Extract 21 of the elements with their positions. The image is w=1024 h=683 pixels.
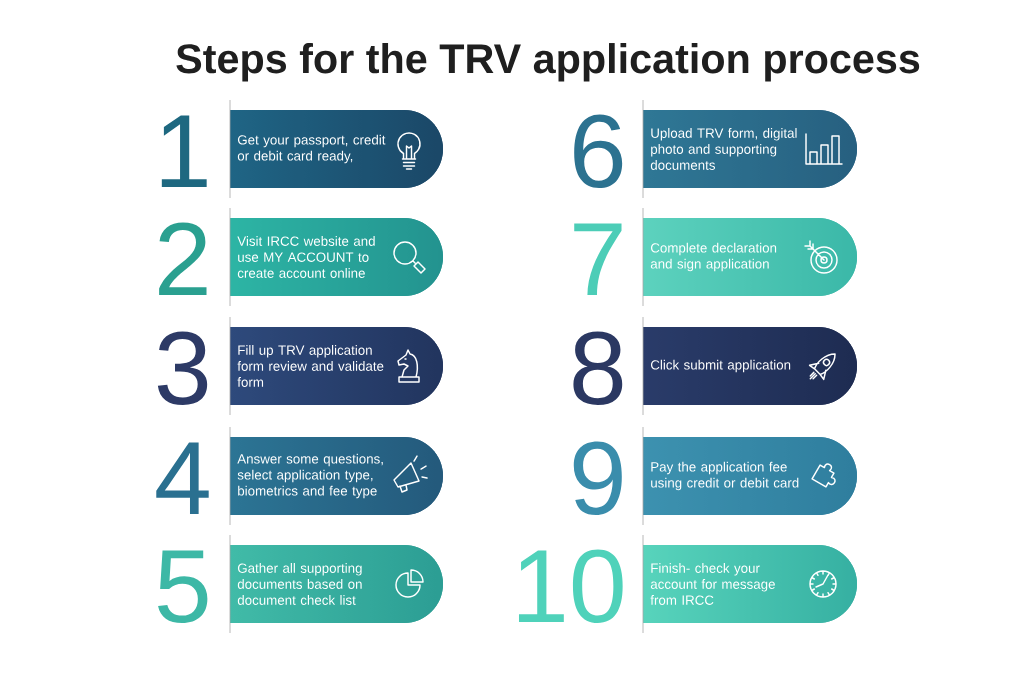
step-number: 6 <box>574 114 623 189</box>
step-number: 2 <box>159 222 207 295</box>
step-number: 7 <box>574 223 622 295</box>
step-number: 4 <box>156 442 209 514</box>
step-number: 8 <box>573 331 623 406</box>
step-box: Fill up TRV application form review and validate form <box>229 316 443 416</box>
step-box: Visit IRCC website and use MY ACCOUNT to create account online <box>229 207 443 307</box>
step-box: Click submit application <box>642 316 857 416</box>
step-box: Pay the application fee using credit or debit card <box>642 426 857 526</box>
step-box: Complete declaration and sign application <box>642 207 857 307</box>
title: Steps for the TRV application process <box>176 43 920 82</box>
step-number: 5 <box>158 550 208 624</box>
step-box: Get your passport, credit or debit card ready, <box>229 99 443 199</box>
step-box: Upload TRV form, digital photo and supporting documents <box>642 99 857 199</box>
step-box: Gather all supporting documents based on document check list <box>229 534 443 634</box>
step-box: Finish- check your account for message from IRCC <box>642 534 857 634</box>
step-box: Answer some questions, select application type, biometrics and fee type <box>229 426 443 526</box>
step-number: 3 <box>157 331 208 406</box>
step-number: 10 <box>519 549 623 624</box>
step-number: 9 <box>573 441 622 516</box>
step-number: 1 <box>161 115 207 187</box>
